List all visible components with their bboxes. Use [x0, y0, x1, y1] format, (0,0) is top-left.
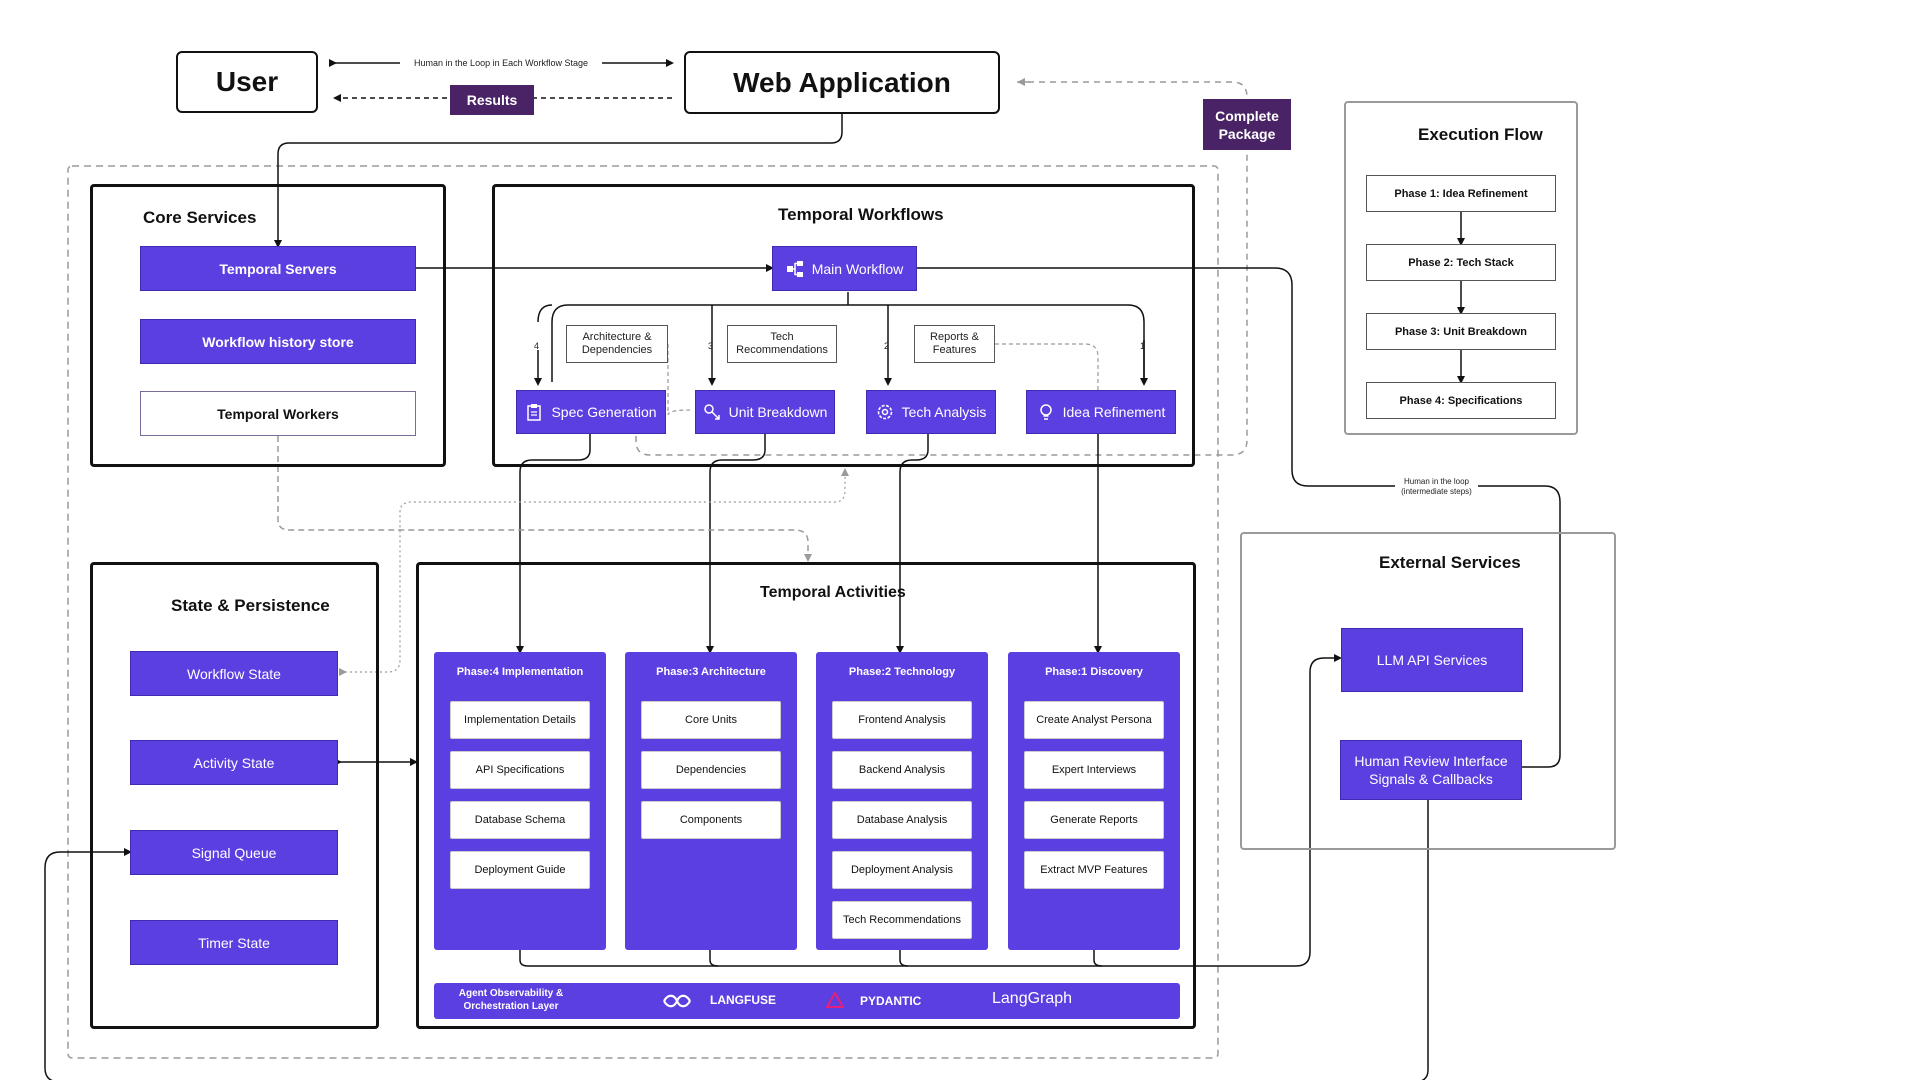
temporal-activities-panel	[416, 562, 1196, 1029]
lightbulb-icon	[1037, 403, 1055, 421]
temporal-activities-title: Temporal Activities	[760, 584, 906, 601]
unit-breakdown-label: Unit Breakdown	[728, 404, 828, 420]
workflow-icon	[786, 260, 804, 278]
external-services-title: External Services	[1379, 553, 1521, 572]
activity-backend-analysis[interactable]: Backend Analysis	[832, 751, 972, 789]
order-number-3: 3	[708, 341, 714, 351]
langfuse-logo-icon	[662, 992, 692, 1015]
signal-queue-node[interactable]: Signal Queue	[130, 830, 338, 875]
tech-analysis-label: Tech Analysis	[901, 404, 987, 420]
order-number-2: 2	[884, 341, 890, 351]
activity-create-analyst-persona[interactable]: Create Analyst Persona	[1024, 701, 1164, 739]
human-review-line-2: Signals & Callbacks	[1369, 771, 1493, 787]
web-application-label: Web Application	[733, 66, 951, 98]
activity-api-specifications[interactable]: API Specifications	[450, 751, 590, 789]
hitl-intermediate-label: Human in the loop (intermediate steps)	[1395, 477, 1478, 497]
activity-frontend-analysis[interactable]: Frontend Analysis	[832, 701, 972, 739]
phase-2-technology-column: Phase:2 Technology Frontend Analysis Bac…	[816, 652, 988, 950]
temporal-servers-node[interactable]: Temporal Servers	[140, 246, 416, 291]
user-label: User	[215, 66, 279, 97]
activity-extract-mvp-features[interactable]: Extract MVP Features	[1024, 851, 1164, 889]
observability-label: Agent Observability & Orchestration Laye…	[458, 988, 564, 1012]
annotation-reports-features: Reports & Features	[914, 325, 995, 363]
hitl-each-stage-label: Human in the Loop in Each Workflow Stage	[400, 58, 602, 68]
core-services-panel	[90, 184, 446, 467]
langfuse-label: LANGFUSE	[710, 993, 776, 1007]
complete-package-badge: Complete Package	[1203, 99, 1291, 150]
activity-components[interactable]: Components	[641, 801, 781, 839]
annotation-tech-recommendations: Tech Recommendations	[727, 325, 837, 363]
activity-dependencies[interactable]: Dependencies	[641, 751, 781, 789]
execution-flow-title: Execution Flow	[1418, 125, 1543, 144]
pydantic-logo-icon	[825, 990, 845, 1013]
main-workflow-node[interactable]: Main Workflow	[772, 246, 917, 291]
web-application-box[interactable]: Web Application	[684, 51, 1000, 114]
order-number-4: 4	[534, 341, 540, 351]
execution-flow-panel	[1344, 101, 1578, 435]
activity-deployment-guide[interactable]: Deployment Guide	[450, 851, 590, 889]
hitl-intermediate-line-1: Human in the loop	[1404, 477, 1469, 486]
results-badge: Results	[450, 85, 534, 115]
timer-state-node[interactable]: Timer State	[130, 920, 338, 965]
gear-icon	[876, 403, 894, 421]
external-services-panel	[1240, 532, 1616, 850]
spec-generation-label: Spec Generation	[551, 404, 657, 420]
activity-state-node[interactable]: Activity State	[130, 740, 338, 785]
phase-4-title: Phase:4 Implementation	[456, 666, 584, 678]
user-box[interactable]: User	[176, 51, 318, 113]
annotation-architecture-dependencies: Architecture & Dependencies	[566, 325, 668, 363]
state-persistence-title: State & Persistence	[171, 596, 330, 615]
idea-refinement-label: Idea Refinement	[1062, 404, 1166, 420]
activity-implementation-details[interactable]: Implementation Details	[450, 701, 590, 739]
tech-analysis-node[interactable]: Tech Analysis	[866, 390, 996, 434]
temporal-workflows-title: Temporal Workflows	[778, 205, 944, 224]
execution-phase-1: Phase 1: Idea Refinement	[1366, 175, 1556, 212]
phase-3-title: Phase:3 Architecture	[656, 666, 766, 678]
hitl-intermediate-line-2: (intermediate steps)	[1401, 487, 1472, 496]
activity-database-analysis[interactable]: Database Analysis	[832, 801, 972, 839]
puzzle-icon	[703, 403, 721, 421]
human-review-interface-node[interactable]: Human Review Interface Signals & Callbac…	[1340, 740, 1522, 800]
workflow-history-store-node[interactable]: Workflow history store	[140, 319, 416, 364]
langgraph-label: LangGraph	[992, 990, 1073, 1007]
observability-bar: Agent Observability & Orchestration Laye…	[434, 983, 1180, 1019]
clipboard-icon	[525, 403, 543, 421]
temporal-workers-node[interactable]: Temporal Workers	[140, 391, 416, 436]
phase-3-architecture-column: Phase:3 Architecture Core Units Dependen…	[625, 652, 797, 950]
activity-core-units[interactable]: Core Units	[641, 701, 781, 739]
execution-phase-2: Phase 2: Tech Stack	[1366, 244, 1556, 281]
activity-tech-recommendations[interactable]: Tech Recommendations	[832, 901, 972, 939]
activity-generate-reports[interactable]: Generate Reports	[1024, 801, 1164, 839]
phase-4-implementation-column: Phase:4 Implementation Implementation De…	[434, 652, 606, 950]
phase-2-title: Phase:2 Technology	[848, 666, 956, 678]
pydantic-label: PYDANTIC	[860, 994, 922, 1008]
spec-generation-node[interactable]: Spec Generation	[516, 390, 666, 434]
core-services-title: Core Services	[143, 208, 257, 227]
order-number-1: 1	[1140, 341, 1146, 351]
workflow-state-node[interactable]: Workflow State	[130, 651, 338, 696]
execution-phase-4: Phase 4: Specifications	[1366, 382, 1556, 419]
execution-phase-3: Phase 3: Unit Breakdown	[1366, 313, 1556, 350]
human-review-line-1: Human Review Interface	[1354, 753, 1508, 769]
phase-1-discovery-column: Phase:1 Discovery Create Analyst Persona…	[1008, 652, 1180, 950]
state-persistence-panel	[90, 562, 379, 1029]
temporal-workflows-panel	[492, 184, 1195, 467]
main-workflow-label: Main Workflow	[811, 260, 904, 277]
idea-refinement-node[interactable]: Idea Refinement	[1026, 390, 1176, 434]
llm-api-services-node[interactable]: LLM API Services	[1341, 628, 1523, 692]
phase-1-title: Phase:1 Discovery	[1045, 666, 1143, 678]
activity-deployment-analysis[interactable]: Deployment Analysis	[832, 851, 972, 889]
activity-expert-interviews[interactable]: Expert Interviews	[1024, 751, 1164, 789]
unit-breakdown-node[interactable]: Unit Breakdown	[695, 390, 835, 434]
activity-database-schema[interactable]: Database Schema	[450, 801, 590, 839]
